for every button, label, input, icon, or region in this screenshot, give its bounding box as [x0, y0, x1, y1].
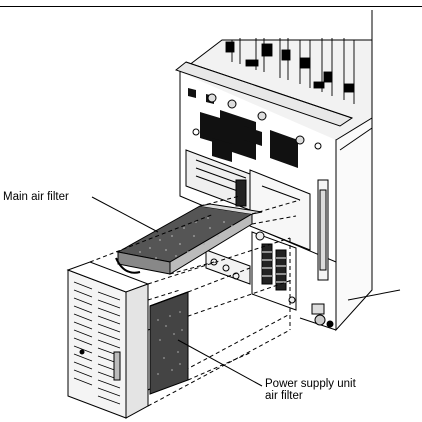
psu-filter-label-line1: Power supply unit — [265, 378, 356, 390]
psu-filter-leader — [177, 339, 263, 387]
main-filter-leader — [91, 196, 159, 233]
bezel-guides — [89, 213, 293, 407]
psu-filter-label-line2: air filter — [265, 390, 303, 402]
main-filter-texture — [139, 217, 233, 259]
psu-filter-guides — [187, 267, 253, 381]
expansion-cards — [225, 38, 355, 104]
rear-connectors — [311, 303, 334, 328]
fan-marks — [192, 93, 322, 150]
drive-bay — [185, 149, 311, 251]
psu-air-filter — [149, 291, 189, 395]
bezel-latch — [79, 349, 121, 381]
top-rule — [0, 6, 422, 7]
psu-filter-texture — [157, 311, 183, 375]
main-air-filter-label: Main air filter — [3, 191, 69, 203]
main-air-filter — [115, 203, 263, 275]
main-filter-guides — [169, 195, 301, 275]
internal-blocks — [188, 88, 298, 168]
bezel-vents — [73, 281, 121, 405]
